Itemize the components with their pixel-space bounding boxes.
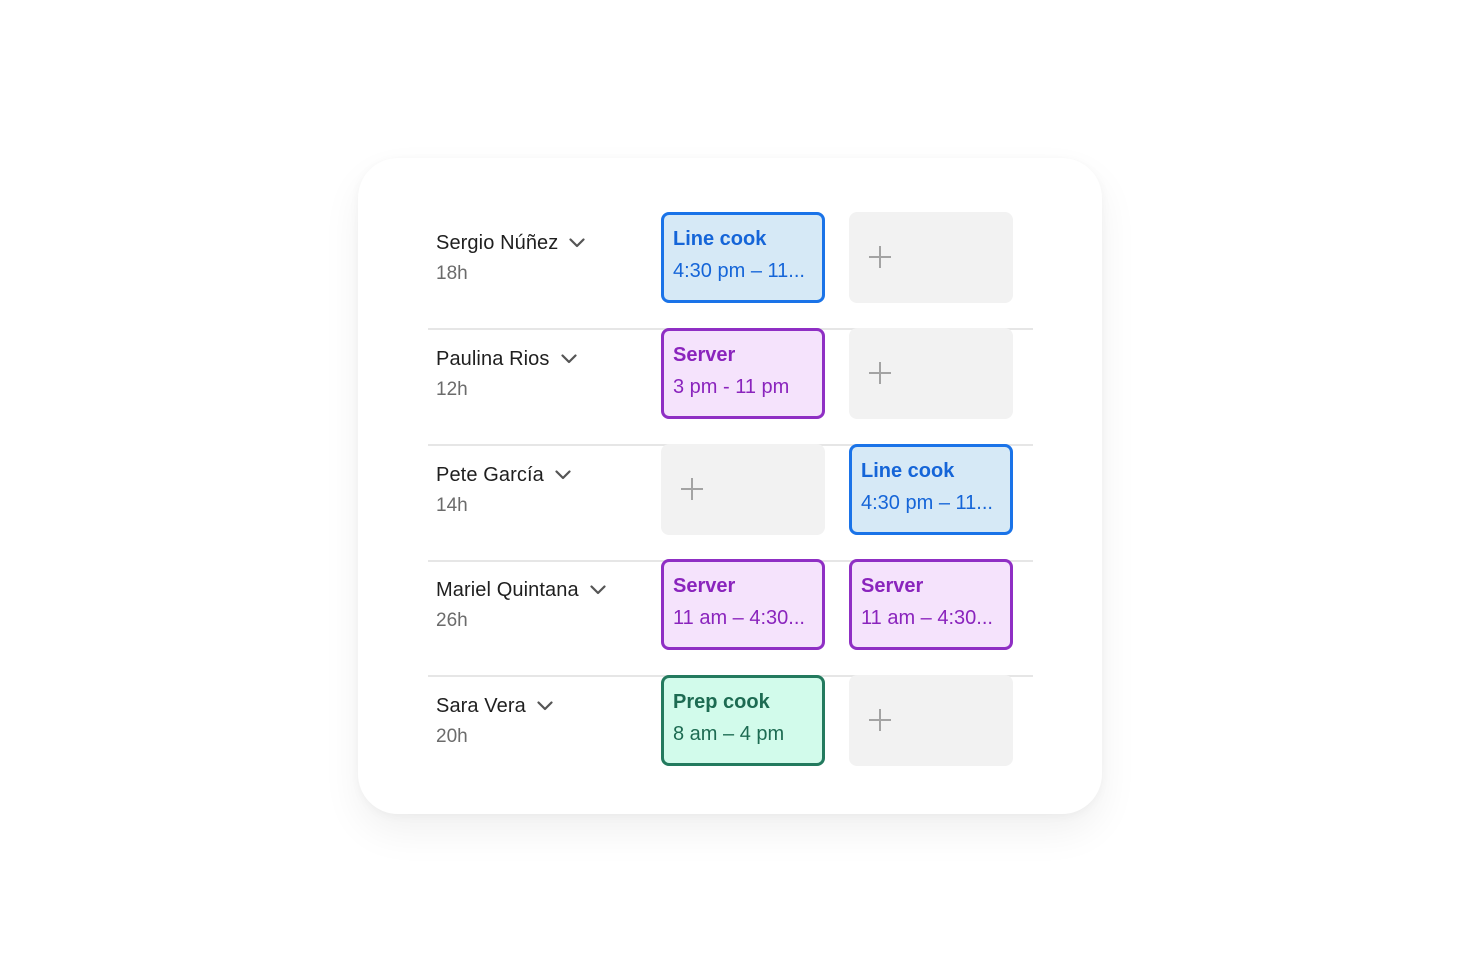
- shift-time: 11 am – 4:30...: [861, 607, 993, 629]
- plus-icon: [869, 709, 891, 731]
- employee-name: Mariel Quintana: [436, 578, 579, 601]
- shift-card[interactable]: Line cook 4:30 pm – 11...: [849, 444, 1013, 535]
- shift-role: Line cook: [861, 460, 955, 482]
- shift-time: 8 am – 4 pm: [673, 723, 785, 745]
- add-shift-button[interactable]: [849, 675, 1013, 766]
- plus-icon: [869, 246, 891, 268]
- schedule-card: Sergio Núñez 18h Line cook 4:30 pm – 11.…: [358, 158, 1102, 814]
- add-shift-button[interactable]: [849, 212, 1013, 303]
- shift-role: Prep cook: [673, 691, 770, 713]
- chevron-down-icon[interactable]: [566, 232, 588, 254]
- shift-time: 4:30 pm – 11...: [861, 492, 993, 514]
- employee-name: Sergio Núñez: [436, 231, 559, 254]
- employee-info: Paulina Rios 12h: [436, 345, 580, 401]
- employee-hours: 12h: [436, 379, 468, 400]
- shift-card[interactable]: Line cook 4:30 pm – 11...: [661, 212, 825, 303]
- chevron-down-icon[interactable]: [552, 464, 574, 486]
- employee-row: Sara Vera 20h Prep cook 8 am – 4 pm: [428, 675, 1033, 793]
- add-shift-button[interactable]: [849, 328, 1013, 419]
- shift-time: 4:30 pm – 11...: [673, 260, 805, 282]
- shift-card[interactable]: Server 11 am – 4:30...: [661, 559, 825, 650]
- shift-card[interactable]: Server 3 pm - 11 pm: [661, 328, 825, 419]
- chevron-down-icon[interactable]: [534, 695, 556, 717]
- employee-info: Sara Vera 20h: [436, 692, 556, 748]
- shift-card[interactable]: Prep cook 8 am – 4 pm: [661, 675, 825, 766]
- shift-role: Server: [673, 575, 736, 597]
- employee-name: Paulina Rios: [436, 347, 550, 370]
- shift-card[interactable]: Server 11 am – 4:30...: [849, 559, 1013, 650]
- plus-icon: [869, 362, 891, 384]
- employee-info: Pete García 14h: [436, 461, 574, 517]
- employee-hours: 14h: [436, 495, 468, 516]
- chevron-down-icon[interactable]: [558, 348, 580, 370]
- employee-hours: 20h: [436, 726, 468, 747]
- employee-row: Mariel Quintana 26h Server 11 am – 4:30.…: [428, 559, 1033, 677]
- shift-time: 11 am – 4:30...: [673, 607, 805, 629]
- plus-icon: [681, 478, 703, 500]
- shift-role: Server: [861, 575, 924, 597]
- shift-role: Server: [673, 344, 736, 366]
- shift-time: 3 pm - 11 pm: [673, 376, 790, 398]
- employee-row: Sergio Núñez 18h Line cook 4:30 pm – 11.…: [428, 212, 1033, 330]
- chevron-down-icon[interactable]: [587, 579, 609, 601]
- employee-info: Mariel Quintana 26h: [436, 576, 609, 632]
- employee-info: Sergio Núñez 18h: [436, 229, 588, 285]
- employee-name: Sara Vera: [436, 694, 526, 717]
- employee-hours: 26h: [436, 610, 468, 631]
- employee-row: Pete García 14h Line cook 4:30 pm – 11..…: [428, 444, 1033, 562]
- shift-role: Line cook: [673, 228, 767, 250]
- add-shift-button[interactable]: [661, 444, 825, 535]
- employee-row: Paulina Rios 12h Server 3 pm - 11 pm: [428, 328, 1033, 446]
- employee-hours: 18h: [436, 263, 468, 284]
- employee-name: Pete García: [436, 463, 544, 486]
